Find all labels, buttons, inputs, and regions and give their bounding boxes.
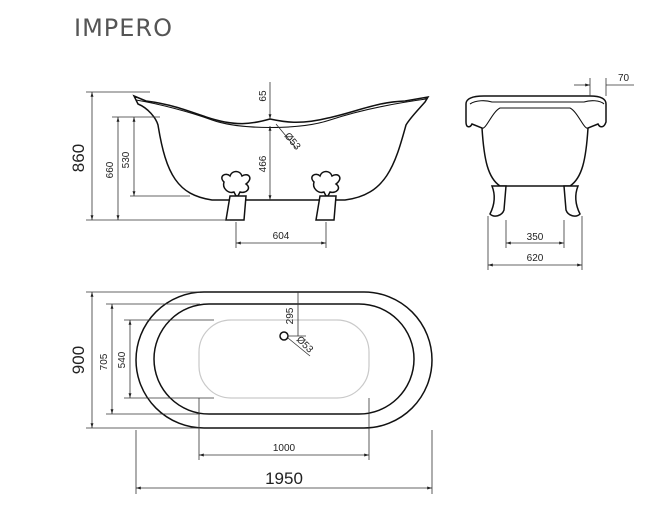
dim-top-width-rim: 705 xyxy=(99,353,110,370)
drain-icon xyxy=(279,331,289,341)
end-rim-line xyxy=(469,100,605,105)
side-rim-line xyxy=(135,98,427,129)
side-right-foot xyxy=(311,170,341,221)
dim-end-feet-spacing: 350 xyxy=(527,232,544,243)
end-tub-outline xyxy=(465,95,607,187)
side-left-foot xyxy=(221,170,251,221)
dim-side-rim-offset: 65 xyxy=(258,90,269,102)
top-view: 295 Ø53 900 705 540 1000 1950 xyxy=(69,291,433,494)
dim-top-length-total: 1950 xyxy=(265,469,303,488)
end-view: 70 350 620 xyxy=(465,73,634,270)
dim-top-width-total: 900 xyxy=(69,346,88,374)
dim-end-base-width: 620 xyxy=(527,253,544,264)
dim-top-length-inner: 1000 xyxy=(273,443,296,454)
dim-top-width-inner: 540 xyxy=(117,351,128,368)
product-title: IMPERO xyxy=(74,14,173,42)
dim-side-height-total: 860 xyxy=(69,144,88,172)
dim-side-depth: 466 xyxy=(258,155,269,172)
end-left-foot xyxy=(489,185,507,217)
dim-top-drain-offset: 295 xyxy=(285,307,296,324)
side-tub-outline xyxy=(132,94,430,201)
top-rim-outline xyxy=(153,303,415,415)
dim-side-height-rim: 660 xyxy=(105,161,116,178)
side-view: 860 660 530 65 466 Ø53 604 xyxy=(69,82,430,248)
end-right-foot xyxy=(563,185,581,217)
top-inner-basin xyxy=(198,319,370,399)
dim-end-rim-width: 70 xyxy=(618,73,630,84)
dim-side-feet-spacing: 604 xyxy=(273,231,290,242)
dim-side-height-inner: 530 xyxy=(121,151,132,168)
